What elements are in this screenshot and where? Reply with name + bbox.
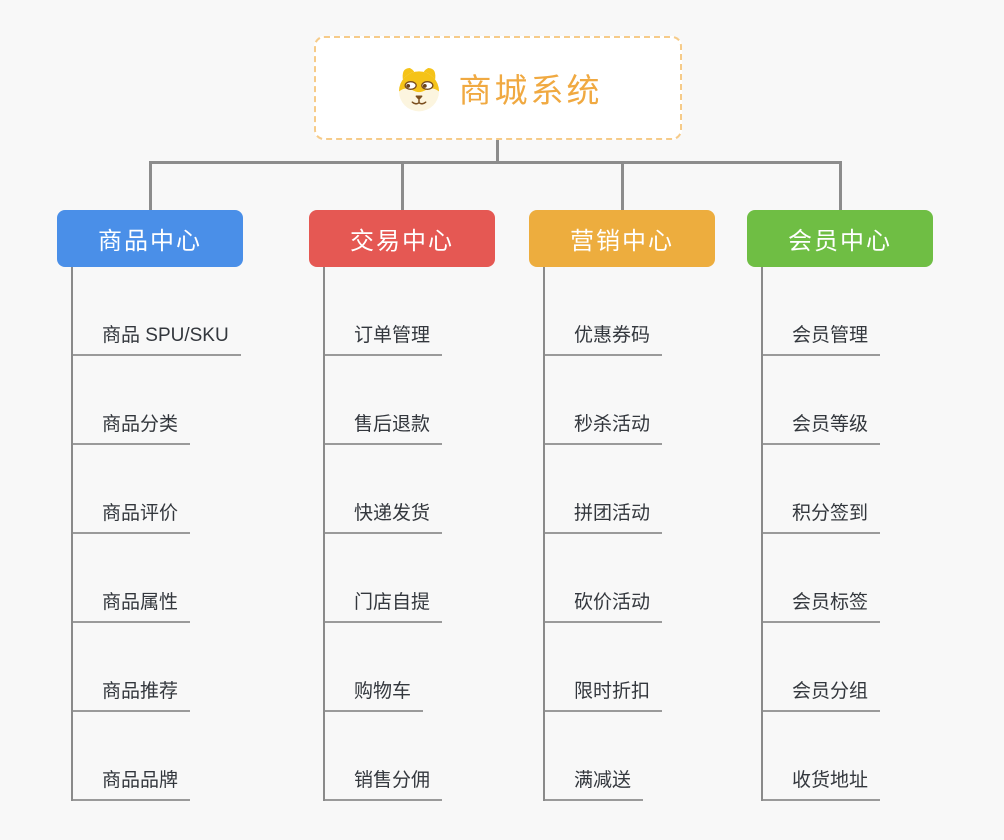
branch-column-trade-center: 交易中心 订单管理售后退款快递发货门店自提购物车销售分佣: [309, 210, 495, 801]
item-row: 商品分类: [57, 356, 243, 445]
connector-line: [148, 161, 152, 210]
branch-column-member-center: 会员中心 会员管理会员等级积分签到会员标签会员分组收货地址: [747, 210, 933, 801]
sub-topic-product-center-1[interactable]: 商品分类: [71, 409, 191, 445]
item-row: 购物车: [309, 623, 495, 712]
sub-topic-marketing-center-3[interactable]: 砍价活动: [543, 587, 663, 623]
sub-topic-marketing-center-5[interactable]: 满减送: [543, 765, 644, 801]
branch-items: 订单管理售后退款快递发货门店自提购物车销售分佣: [309, 267, 495, 801]
sub-topic-trade-center-1[interactable]: 售后退款: [323, 409, 443, 445]
dog-face-icon: [398, 68, 439, 112]
sub-topic-member-center-3[interactable]: 会员标签: [761, 587, 881, 623]
trunk-line: [761, 267, 763, 801]
branch-node-member-center[interactable]: 会员中心: [747, 210, 933, 267]
sub-topic-marketing-center-2[interactable]: 拼团活动: [543, 498, 663, 534]
sub-topic-member-center-0[interactable]: 会员管理: [761, 320, 881, 356]
connector-line: [838, 161, 842, 210]
item-row: 会员等级: [747, 356, 933, 445]
branch-node-product-center[interactable]: 商品中心: [57, 210, 243, 267]
trunk-line: [323, 267, 325, 801]
item-row: 商品评价: [57, 445, 243, 534]
branch-items: 优惠券码秒杀活动拼团活动砍价活动限时折扣满减送: [529, 267, 715, 801]
item-row: 积分签到: [747, 445, 933, 534]
item-row: 限时折扣: [529, 623, 715, 712]
sub-topic-member-center-1[interactable]: 会员等级: [761, 409, 881, 445]
trunk-line: [543, 267, 545, 801]
item-row: 优惠券码: [529, 267, 715, 356]
sub-topic-trade-center-2[interactable]: 快递发货: [323, 498, 443, 534]
sub-topic-member-center-4[interactable]: 会员分组: [761, 676, 881, 712]
sub-topic-trade-center-0[interactable]: 订单管理: [323, 320, 443, 356]
sub-topic-trade-center-3[interactable]: 门店自提: [323, 587, 443, 623]
root-node[interactable]: 商城系统: [314, 36, 682, 140]
item-row: 会员分组: [747, 623, 933, 712]
branch-items: 商品 SPU/SKU 商品分类商品评价商品属性商品推荐商品品牌: [57, 267, 243, 801]
branch-column-product-center: 商品中心 商品 SPU/SKU 商品分类商品评价商品属性商品推荐商品品牌: [57, 210, 243, 801]
connector-line: [148, 161, 842, 164]
item-row: 商品推荐: [57, 623, 243, 712]
item-row: 快递发货: [309, 445, 495, 534]
item-row: 门店自提: [309, 534, 495, 623]
item-row: 商品 SPU/SKU: [57, 267, 243, 356]
connector-line: [495, 140, 499, 164]
branch-items: 会员管理会员等级积分签到会员标签会员分组收货地址: [747, 267, 933, 801]
item-row: 订单管理: [309, 267, 495, 356]
sub-topic-product-center-0[interactable]: 商品 SPU/SKU: [71, 320, 241, 356]
item-row: 满减送: [529, 712, 715, 801]
item-row: 售后退款: [309, 356, 495, 445]
branch-node-trade-center[interactable]: 交易中心: [309, 210, 495, 267]
sub-topic-member-center-5[interactable]: 收货地址: [761, 765, 881, 801]
item-row: 销售分佣: [309, 712, 495, 801]
item-row: 会员标签: [747, 534, 933, 623]
sub-topic-product-center-2[interactable]: 商品评价: [71, 498, 191, 534]
branch-column-marketing-center: 营销中心 优惠券码秒杀活动拼团活动砍价活动限时折扣满减送: [529, 210, 715, 801]
sub-topic-member-center-2[interactable]: 积分签到: [761, 498, 881, 534]
branch-node-marketing-center[interactable]: 营销中心: [529, 210, 715, 267]
connector-line: [400, 161, 404, 210]
trunk-line: [71, 267, 73, 801]
sub-topic-trade-center-5[interactable]: 销售分佣: [323, 765, 443, 801]
sub-topic-product-center-4[interactable]: 商品推荐: [71, 676, 191, 712]
sub-topic-marketing-center-1[interactable]: 秒杀活动: [543, 409, 663, 445]
item-row: 商品品牌: [57, 712, 243, 801]
item-row: 收货地址: [747, 712, 933, 801]
item-row: 会员管理: [747, 267, 933, 356]
sub-topic-trade-center-4[interactable]: 购物车: [323, 676, 424, 712]
sub-topic-product-center-3[interactable]: 商品属性: [71, 587, 191, 623]
sub-topic-product-center-5[interactable]: 商品品牌: [71, 765, 191, 801]
sub-topic-marketing-center-0[interactable]: 优惠券码: [543, 320, 663, 356]
root-title: 商城系统: [458, 72, 603, 109]
item-row: 秒杀活动: [529, 356, 715, 445]
sub-topic-marketing-center-4[interactable]: 限时折扣: [543, 676, 663, 712]
item-row: 商品属性: [57, 534, 243, 623]
item-row: 砍价活动: [529, 534, 715, 623]
connector-line: [620, 161, 624, 210]
item-row: 拼团活动: [529, 445, 715, 534]
